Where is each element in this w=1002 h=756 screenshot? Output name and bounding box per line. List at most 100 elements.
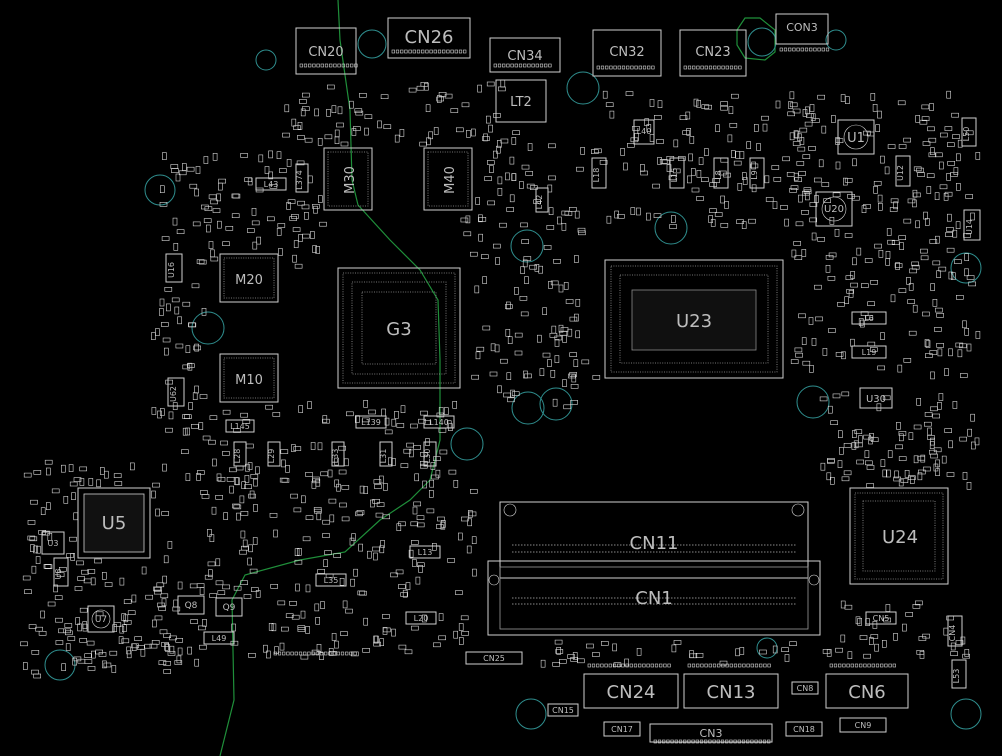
component-LT2[interactable]: LT2 [495, 79, 547, 123]
passive-footprint [925, 340, 931, 348]
passive-footprint [730, 150, 736, 158]
component-CN24[interactable]: CN24 [583, 673, 679, 709]
component-CN8[interactable]: CN8 [791, 681, 819, 695]
component-CN11[interactable]: CN11 [499, 501, 809, 579]
passive-footprint [793, 241, 802, 246]
passive-footprint [231, 193, 240, 199]
component-Q8[interactable]: Q8 [177, 595, 205, 615]
component-CN15[interactable]: CN15 [547, 703, 579, 717]
connector-pin [605, 65, 609, 70]
component-CN26[interactable]: CN26 [387, 17, 471, 59]
passive-footprint [843, 442, 852, 448]
passive-footprint [923, 466, 931, 472]
component-U3[interactable]: U3 [41, 531, 65, 555]
passive-footprint [418, 565, 423, 573]
component-U8[interactable]: U8 [53, 557, 69, 587]
component-L145[interactable]: L145 [225, 419, 255, 433]
component-M10[interactable]: M10 [219, 353, 279, 403]
component-CN9[interactable]: CN9 [839, 717, 887, 733]
component-L20[interactable]: L20 [405, 611, 437, 625]
passive-footprint [189, 183, 198, 189]
passive-footprint [342, 600, 348, 609]
component-L6[interactable]: L6 [851, 311, 887, 325]
component-L31[interactable]: L31 [379, 441, 393, 467]
component-L15[interactable]: L15 [669, 157, 685, 189]
passive-footprint [428, 131, 434, 140]
label-U30: U30 [866, 394, 886, 405]
component-L53[interactable]: L53 [951, 659, 967, 689]
passive-footprint [294, 548, 300, 557]
passive-footprint [772, 645, 778, 654]
component-U1[interactable]: U1 [837, 119, 875, 155]
passive-footprint [863, 130, 871, 136]
passive-footprint [962, 653, 971, 659]
component-CN20[interactable]: CN20 [295, 27, 357, 75]
passive-footprint [293, 240, 299, 248]
passive-footprint [935, 468, 940, 477]
component-U30[interactable]: U30 [859, 387, 893, 409]
component-L29[interactable]: L29 [267, 441, 281, 467]
passive-footprint [827, 457, 835, 463]
passive-footprint [273, 529, 278, 538]
passive-footprint [935, 459, 940, 468]
passive-footprint [850, 338, 855, 347]
component-U16[interactable]: U16 [165, 253, 183, 283]
component-M40[interactable]: M40 [423, 147, 473, 211]
component-L40[interactable]: L40 [633, 119, 655, 145]
passive-footprint [160, 408, 165, 416]
passive-footprint [898, 456, 907, 461]
passive-footprint [443, 407, 449, 415]
component-U5[interactable]: U5 [77, 487, 151, 559]
passive-footprint [126, 650, 132, 659]
passive-footprint [398, 521, 406, 527]
label-L13: L13 [418, 548, 433, 557]
passive-footprint [489, 165, 494, 173]
passive-footprint [558, 659, 567, 664]
component-L42[interactable]: L42 [535, 187, 549, 213]
component-M20[interactable]: M20 [219, 253, 279, 303]
component-L49[interactable]: L49 [203, 631, 235, 645]
component-CN25[interactable]: CN25 [465, 651, 523, 665]
connector-pin [663, 663, 667, 668]
connector-pin [729, 65, 734, 70]
component-M30[interactable]: M30 [323, 147, 373, 211]
component-CN1[interactable]: CN1 [487, 560, 821, 636]
component-G3[interactable]: G3 [337, 267, 461, 389]
component-L9[interactable]: L9 [749, 157, 765, 189]
connector-pin [691, 739, 695, 744]
passive-footprint [873, 186, 878, 194]
component-L13[interactable]: L13 [409, 545, 441, 559]
component-U7[interactable]: U7 [87, 605, 115, 633]
passive-footprint [887, 450, 893, 458]
passive-footprint [319, 652, 324, 661]
component-CN32[interactable]: CN32 [592, 29, 662, 77]
component-U24[interactable]: U24 [849, 487, 949, 585]
component-Q9[interactable]: Q9 [215, 597, 243, 617]
component-CN23[interactable]: CN23 [679, 29, 747, 77]
connector-pin [600, 65, 605, 70]
connector-pin [659, 663, 663, 668]
passive-footprint [251, 587, 259, 592]
component-U23[interactable]: U23 [604, 259, 784, 379]
component-U12[interactable]: U12 [895, 155, 911, 187]
passive-footprint [476, 346, 485, 352]
component-L139[interactable]: L139 [355, 415, 387, 429]
component-CN6[interactable]: CN6 [825, 673, 909, 709]
component-CN18[interactable]: CN18 [785, 721, 823, 737]
component-CN17[interactable]: CN17 [603, 721, 641, 737]
component-L18[interactable]: L18 [591, 157, 607, 189]
component-U62[interactable]: U62 [167, 377, 185, 407]
passive-footprint [461, 102, 470, 108]
connector-pin [527, 63, 531, 68]
passive-footprint [297, 625, 306, 630]
passive-footprint [553, 258, 561, 264]
component-U14[interactable]: U14 [963, 209, 981, 241]
component-CN5[interactable]: CN5 [865, 611, 897, 625]
component-CON3[interactable]: CON3 [775, 13, 829, 45]
passive-footprint [602, 90, 608, 99]
component-CN34[interactable]: CN34 [489, 37, 561, 73]
passive-footprint [571, 374, 577, 383]
component-CN13[interactable]: CN13 [683, 673, 779, 709]
component-L33[interactable]: L33 [331, 441, 345, 467]
